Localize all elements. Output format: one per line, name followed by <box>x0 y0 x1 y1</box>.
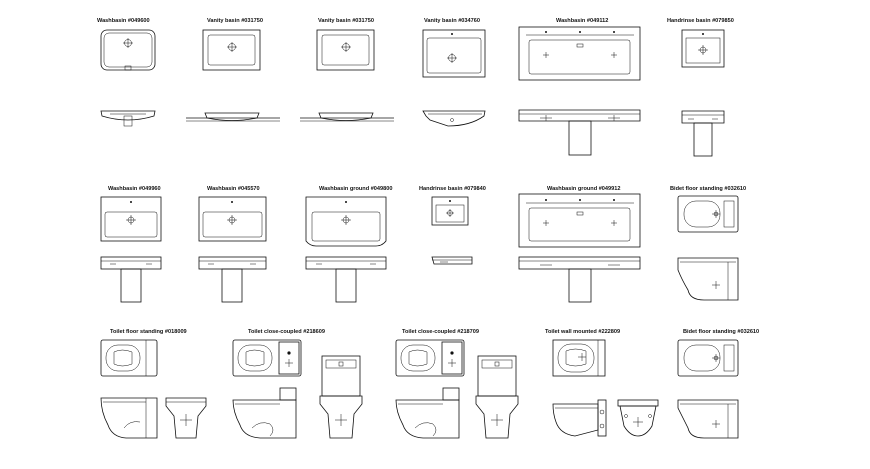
toilet-front-icon <box>165 397 207 439</box>
washbasin-plan-icon <box>518 193 641 248</box>
label-r1c1: Washbasin #049600 <box>97 18 150 24</box>
washbasin-elevation-icon <box>300 112 394 122</box>
bidet-plan-icon <box>677 195 739 233</box>
toilet-front-icon <box>475 355 519 439</box>
washbasin-plan-icon <box>305 196 387 247</box>
bidet-side-icon <box>677 257 739 301</box>
toilet-plan-icon <box>552 339 606 377</box>
toilet-plan-icon <box>232 339 302 377</box>
toilet-side-icon <box>395 387 460 439</box>
toilet-side-icon <box>552 399 607 437</box>
label-r2c1: Washbasin #049960 <box>108 186 161 192</box>
label-r2c3: Washbasin ground #049800 <box>319 186 392 192</box>
washbasin-elevation-icon <box>422 110 486 127</box>
label-r2c4: Handrinse basin #079840 <box>419 186 486 192</box>
washbasin-plan-icon <box>198 196 267 242</box>
washbasin-plan-icon <box>681 29 725 68</box>
washbasin-elevation-icon <box>681 110 725 157</box>
label-r3c4: Toilet wall mounted #222809 <box>545 329 620 335</box>
washbasin-elevation-icon <box>518 109 641 156</box>
toilet-side-icon <box>232 387 297 439</box>
bidet-plan-icon <box>677 339 739 377</box>
washbasin-plan-icon <box>100 29 156 71</box>
label-r1c5: Washbasin #049112 <box>556 18 608 24</box>
pedestal-icon <box>100 256 162 303</box>
toilet-plan-icon <box>395 339 465 377</box>
washbasin-plan-icon <box>316 29 375 71</box>
label-r3c2: Toilet close-coupled #218609 <box>248 329 325 335</box>
label-r2c2: Washbasin #045570 <box>207 186 260 192</box>
toilet-front-icon <box>617 399 659 437</box>
washbasin-plan-icon <box>431 196 469 226</box>
label-r1c4: Vanity basin #034760 <box>424 18 480 24</box>
label-r2c6: Bidet floor standing #032610 <box>670 186 746 192</box>
washbasin-elevation-icon <box>100 110 156 127</box>
washbasin-elevation-icon <box>431 256 473 265</box>
toilet-side-icon <box>100 397 158 439</box>
washbasin-elevation-icon <box>186 112 280 122</box>
pedestal-icon <box>305 256 387 303</box>
label-r2c5: Washbasin ground #049912 <box>547 186 620 192</box>
label-r3c5: Bidet floor standing #032610 <box>683 329 759 335</box>
washbasin-plan-icon <box>422 29 486 78</box>
pedestal-icon <box>518 256 641 303</box>
label-r3c1: Toilet floor standing #018009 <box>110 329 187 335</box>
pedestal-icon <box>198 256 267 303</box>
washbasin-plan-icon <box>100 196 162 242</box>
label-r1c3: Vanity basin #031750 <box>318 18 374 24</box>
washbasin-plan-icon <box>202 29 261 71</box>
label-r1c6: Handrinse basin #079850 <box>667 18 734 24</box>
label-r3c3: Toilet close-coupled #218709 <box>402 329 479 335</box>
toilet-plan-icon <box>100 339 158 377</box>
washbasin-plan-icon <box>518 26 641 81</box>
toilet-front-icon <box>319 355 363 439</box>
label-r1c2: Vanity basin #031750 <box>207 18 263 24</box>
bidet-side-icon <box>677 399 739 439</box>
